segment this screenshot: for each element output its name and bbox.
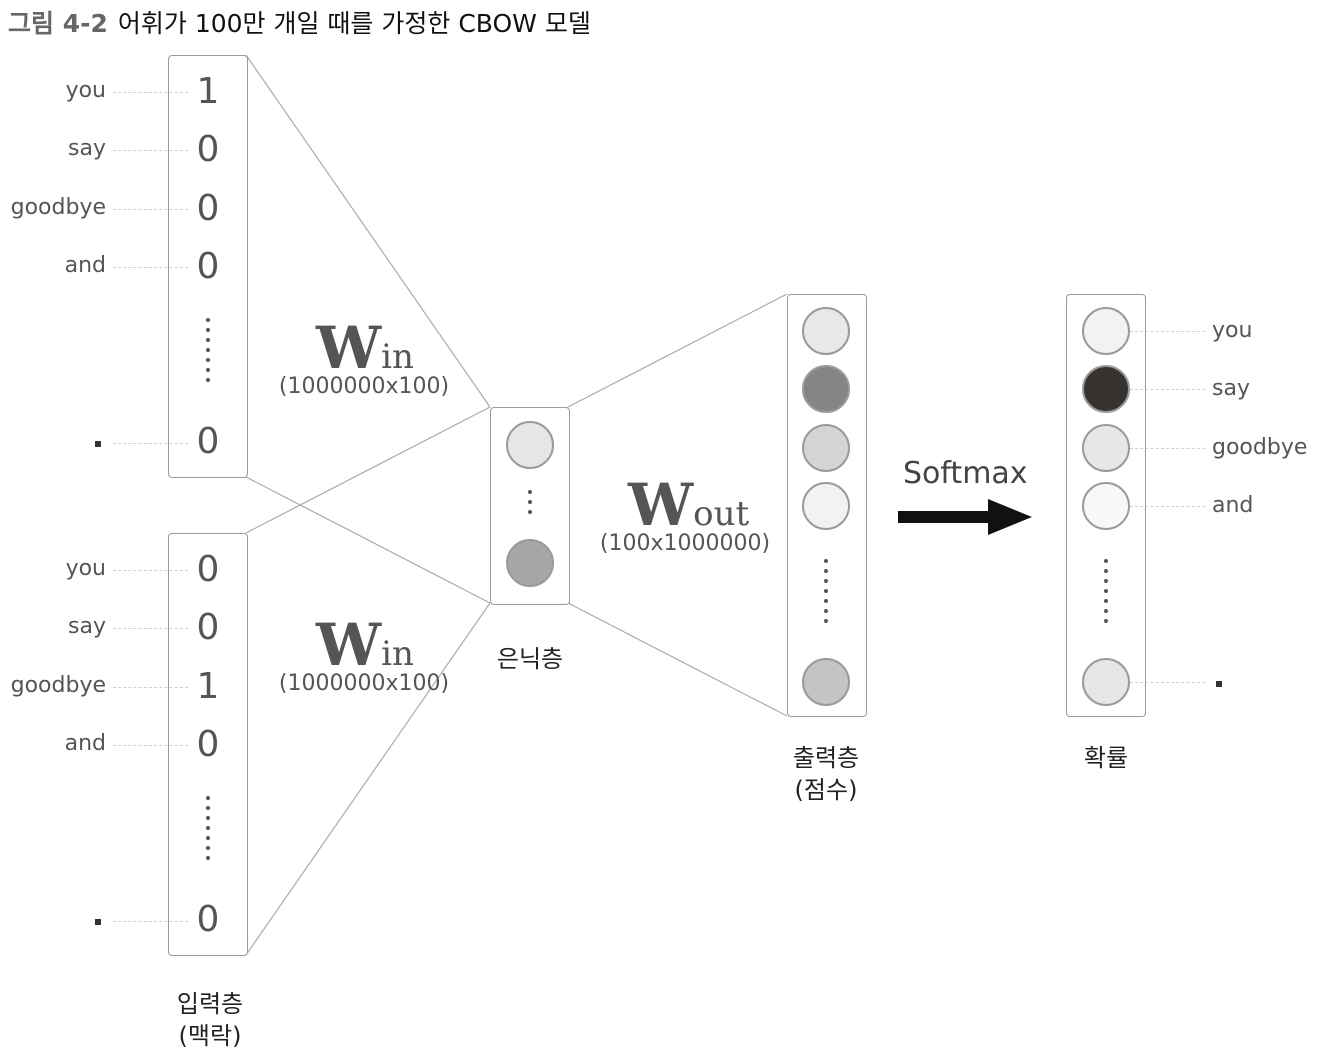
- input-top-word-you: you: [65, 78, 106, 103]
- input-bottom-word-goodbye: goodbye: [10, 673, 106, 698]
- output-node: [802, 658, 850, 706]
- input-top-value-last: 0: [196, 421, 220, 462]
- input-top-word-say: say: [68, 136, 106, 161]
- input-bottom-ellipsis-marker: [95, 919, 101, 925]
- w-out-label: Wout: [628, 471, 750, 539]
- output-node: [802, 482, 850, 530]
- input-top-vertical-dots: [205, 318, 211, 388]
- softmax-label: Softmax: [903, 456, 1028, 491]
- output-node: [802, 424, 850, 472]
- input-bottom-word-you: you: [65, 556, 106, 581]
- input-bottom-value: 0: [196, 549, 220, 590]
- input-bottom-value: 0: [196, 724, 220, 765]
- input-bottom-word-and: and: [64, 731, 106, 756]
- input-layer-label: 입력층 (맥락): [176, 990, 244, 1050]
- input-top-ellipsis-marker: [95, 441, 101, 447]
- w-in-label-bottom: Win: [316, 611, 414, 679]
- input-top-value: 1: [196, 71, 220, 112]
- output-node: [802, 307, 850, 355]
- output-layer-label: 출력층 (점수): [792, 744, 860, 804]
- input-top-value: 0: [196, 129, 220, 170]
- prob-node: [1082, 424, 1130, 472]
- figure-number: 그림 4-2: [8, 9, 108, 38]
- output-vertical-dots: [823, 559, 829, 629]
- prob-node: [1082, 482, 1130, 530]
- input-bottom-word-say: say: [68, 614, 106, 639]
- w-in-dims-top: (1000000x100): [278, 374, 450, 399]
- prob-node: [1082, 307, 1130, 355]
- w-out-dims: (100x1000000): [599, 531, 771, 556]
- hidden-layer-label: 은닉층: [496, 645, 564, 673]
- hidden-node: [506, 421, 554, 469]
- softmax-arrow: [898, 499, 1032, 535]
- prob-word-you: you: [1212, 318, 1253, 343]
- output-node: [802, 365, 850, 413]
- input-top-word-goodbye: goodbye: [10, 195, 106, 220]
- hidden-node: [506, 539, 554, 587]
- input-bottom-value: 1: [196, 666, 220, 707]
- input-top-word-and: and: [64, 253, 106, 278]
- prob-word-goodbye: goodbye: [1212, 435, 1308, 460]
- prob-node: [1082, 658, 1130, 706]
- input-bottom-value: 0: [196, 607, 220, 648]
- input-top-value: 0: [196, 188, 220, 229]
- prob-vertical-dots: [1103, 559, 1109, 629]
- input-bottom-vertical-dots: [205, 796, 211, 866]
- w-in-label-top: Win: [316, 314, 414, 382]
- prob-ellipsis-marker: [1216, 681, 1222, 687]
- figure-title: 그림 4-2 어휘가 100만 개일 때를 가정한 CBOW 모델: [8, 4, 591, 40]
- input-vector-top: [168, 55, 248, 478]
- figure-caption: 어휘가 100만 개일 때를 가정한 CBOW 모델: [117, 9, 591, 38]
- input-top-value: 0: [196, 246, 220, 287]
- w-in-dims-bottom: (1000000x100): [278, 671, 450, 696]
- input-bottom-value-last: 0: [196, 899, 220, 940]
- input-vector-bottom: [168, 533, 248, 956]
- prob-word-say: say: [1212, 376, 1250, 401]
- prob-word-and: and: [1212, 493, 1254, 518]
- prob-node: [1082, 365, 1130, 413]
- hidden-vertical-dots: [527, 490, 533, 520]
- probability-label: 확률: [1083, 744, 1129, 772]
